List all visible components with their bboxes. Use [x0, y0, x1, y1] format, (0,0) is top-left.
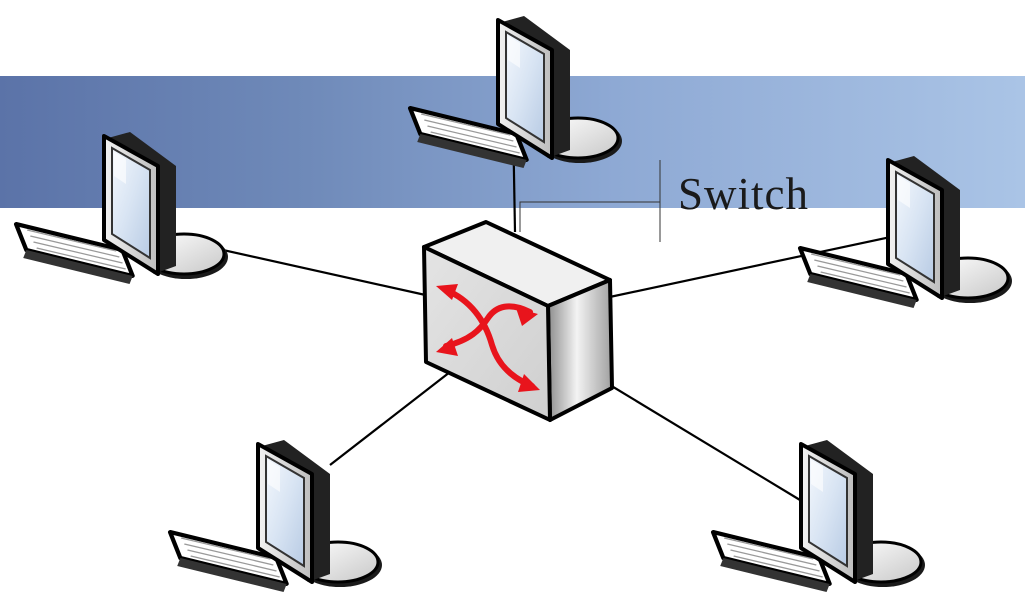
switch-icon	[422, 220, 614, 422]
link-bottom-left	[329, 371, 451, 466]
computer-top-icon	[399, 14, 624, 170]
computer-left-icon	[5, 130, 230, 286]
link-right	[604, 234, 896, 300]
computer-bottom-left-icon	[159, 438, 384, 594]
computer-right-icon	[789, 154, 1014, 310]
switch-arrows	[443, 287, 535, 389]
connection-lines	[159, 59, 896, 501]
switch-callout	[519, 160, 661, 242]
switch-label: Switch	[678, 169, 810, 219]
link-bottom-right	[604, 381, 801, 501]
